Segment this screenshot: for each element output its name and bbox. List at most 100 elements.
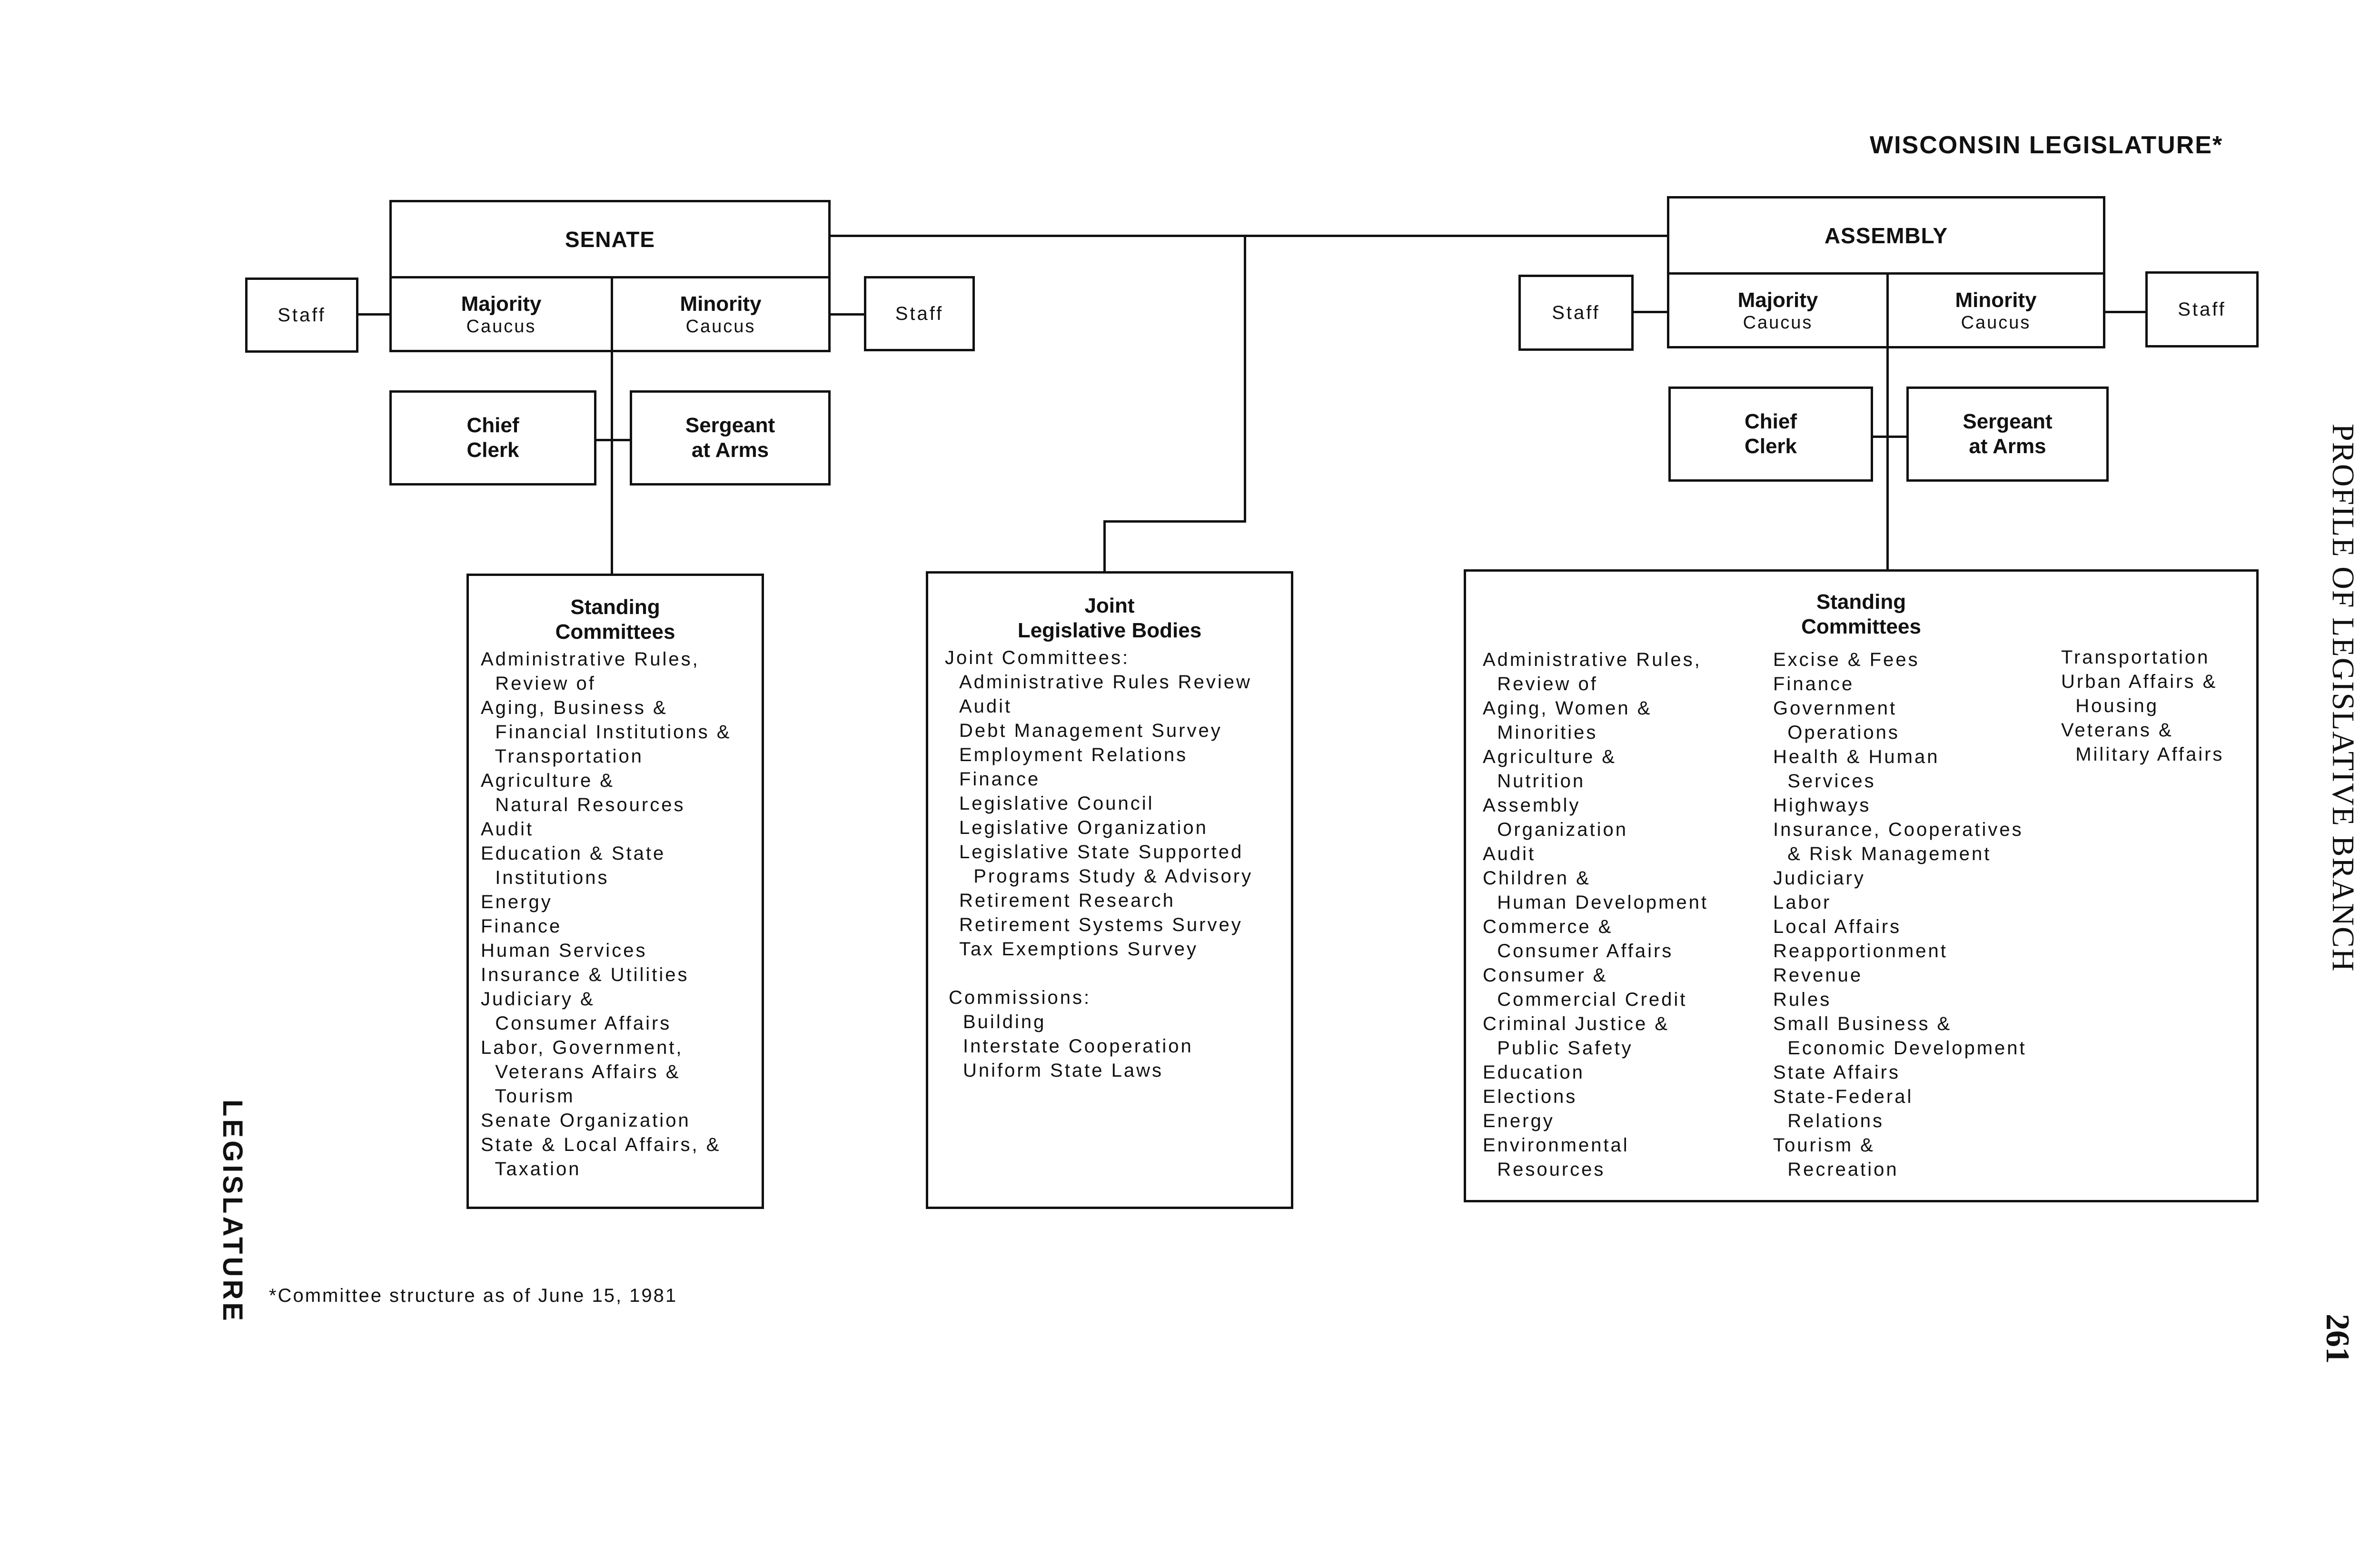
- joint-committee-item: Administrative Rules Review: [959, 672, 1252, 693]
- senate-staff-right-label: Staff: [895, 303, 944, 324]
- assembly-title: ASSEMBLY: [1824, 223, 1948, 248]
- joint-committee-item: Legislative State Supported: [959, 842, 1244, 862]
- senate-committees-title-line2: Committees: [555, 620, 675, 644]
- committee-item: Consumer Affairs: [481, 1013, 672, 1034]
- committee-item: Excise & Fees: [1773, 649, 1920, 670]
- senate-title: SENATE: [565, 227, 655, 252]
- assembly-chief-clerk-line2: Clerk: [1744, 435, 1797, 458]
- committee-item: Institutions: [481, 867, 609, 888]
- committee-item: Energy: [481, 892, 553, 912]
- assembly-minority-label: Minority: [1955, 288, 2037, 312]
- joint-committee-item: Programs Study & Advisory: [959, 866, 1253, 887]
- committee-item: Judiciary &: [481, 989, 595, 1010]
- committee-item: Audit: [1483, 843, 1536, 864]
- connector-senate-staff-left: [356, 313, 391, 316]
- assembly-sergeant-at-arms: Sergeant at Arms: [1906, 386, 2109, 482]
- assembly-sergeant-line1: Sergeant: [1963, 410, 2053, 433]
- committee-item: Consumer Affairs: [1483, 941, 1674, 961]
- committee-item: Nutrition: [1483, 771, 1586, 792]
- assembly-staff-left-label: Staff: [1552, 302, 1600, 323]
- connector-senate-officers: [594, 439, 632, 441]
- connector-assembly-staff-right: [2103, 311, 2148, 313]
- committee-item: Local Affairs: [1773, 916, 1902, 937]
- commission-item: Uniform State Laws: [963, 1060, 1164, 1081]
- commission-item: Building: [963, 1011, 1046, 1032]
- committee-item: Human Development: [1483, 892, 1708, 913]
- joint-title-line1: Joint: [1084, 594, 1135, 617]
- committee-item: Health & Human: [1773, 746, 1940, 767]
- committee-item: Resources: [1483, 1159, 1606, 1180]
- committee-item: Revenue: [1773, 965, 1863, 986]
- connector-senate-staff-right: [828, 313, 866, 316]
- committee-item: Highways: [1773, 795, 1871, 816]
- committee-item: Operations: [1773, 722, 1900, 743]
- connector-assembly-spine: [1886, 346, 1889, 572]
- joint-committee-item: Debt Management Survey: [959, 720, 1222, 741]
- commission-item: Interstate Cooperation: [963, 1036, 1193, 1057]
- committee-item: Administrative Rules,: [1483, 649, 1702, 670]
- committee-item: Agriculture &: [481, 770, 615, 791]
- joint-legislative-bodies: Joint Legislative Bodies Joint Committee…: [926, 571, 1293, 1209]
- committee-item: Military Affairs: [2061, 744, 2224, 765]
- committee-item: Commerce &: [1483, 916, 1613, 937]
- assembly-majority-caucus: Majority Caucus: [1667, 272, 1889, 348]
- senate-staff-left-label: Staff: [278, 304, 326, 326]
- joint-committee-item: Tax Exemptions Survey: [959, 939, 1198, 960]
- joint-title-line2: Legislative Bodies: [1017, 619, 1202, 642]
- committee-item: Rules: [1773, 989, 1832, 1010]
- senate-committees-title-line1: Standing: [570, 595, 660, 619]
- joint-committee-item: Employment Relations: [959, 744, 1188, 765]
- assembly-standing-committees: Standing Committees Administrative Rules…: [1464, 569, 2259, 1202]
- committee-item: Criminal Justice &: [1483, 1013, 1670, 1034]
- connector-assembly-officers: [1871, 436, 1909, 438]
- committee-item: Consumer &: [1483, 965, 1608, 986]
- assembly-staff-left: Staff: [1518, 275, 1634, 351]
- assembly-minority-sub: Caucus: [1961, 312, 2031, 333]
- committee-item: Senate Organization: [481, 1110, 691, 1131]
- assembly-staff-right-label: Staff: [2178, 298, 2226, 320]
- assembly-staff-right: Staff: [2145, 271, 2259, 347]
- page-title: WISCONSIN LEGISLATURE*: [1870, 131, 2223, 159]
- committee-item: Insurance, Cooperatives: [1773, 819, 2023, 840]
- committee-item: Finance: [481, 916, 562, 937]
- joint-committee-item: Finance: [959, 769, 1041, 790]
- committee-item: State-Federal: [1773, 1086, 1914, 1107]
- senate-chief-clerk-line1: Chief: [466, 414, 519, 437]
- committee-item: & Risk Management: [1773, 843, 1992, 864]
- committee-item: Transportation: [481, 746, 644, 767]
- senate-staff-right: Staff: [864, 276, 975, 351]
- joint-committees-heading: Joint Committees:: [945, 647, 1130, 668]
- committee-item: Elections: [1483, 1086, 1577, 1107]
- committee-item: Natural Resources: [481, 794, 685, 815]
- connector-joint-drop: [1103, 520, 1106, 573]
- committee-item: Veterans Affairs &: [481, 1061, 681, 1082]
- committee-item: Relations: [1773, 1110, 1884, 1131]
- senate-majority-label: Majority: [461, 292, 542, 316]
- connector-joint-horizontal: [1103, 520, 1246, 523]
- committee-item: Audit: [481, 819, 534, 840]
- joint-committee-item: Audit: [959, 696, 1012, 717]
- committee-item: Commercial Credit: [1483, 989, 1687, 1010]
- committee-item: Labor: [1773, 892, 1832, 913]
- connector-senate-assembly: [828, 235, 1669, 237]
- committee-item: State & Local Affairs, &: [481, 1134, 721, 1155]
- joint-committee-item: Retirement Research: [959, 890, 1175, 911]
- committee-item: Aging, Business &: [481, 697, 668, 718]
- senate-staff-left: Staff: [245, 277, 358, 353]
- committee-item: Economic Development: [1773, 1038, 2027, 1059]
- committee-item: Taxation: [481, 1159, 581, 1179]
- footnote: *Committee structure as of June 15, 1981: [269, 1285, 678, 1306]
- committee-item: Administrative Rules,: [481, 649, 700, 670]
- committee-item: Services: [1773, 771, 1876, 792]
- committee-item: Recreation: [1773, 1159, 1899, 1180]
- committee-item: Assembly: [1483, 795, 1581, 816]
- assembly-committees-title-line2: Committees: [1801, 615, 1921, 638]
- assembly-chief-clerk-line1: Chief: [1745, 410, 1797, 433]
- senate-minority-label: Minority: [680, 292, 762, 316]
- committee-item: Urban Affairs &: [2061, 671, 2218, 692]
